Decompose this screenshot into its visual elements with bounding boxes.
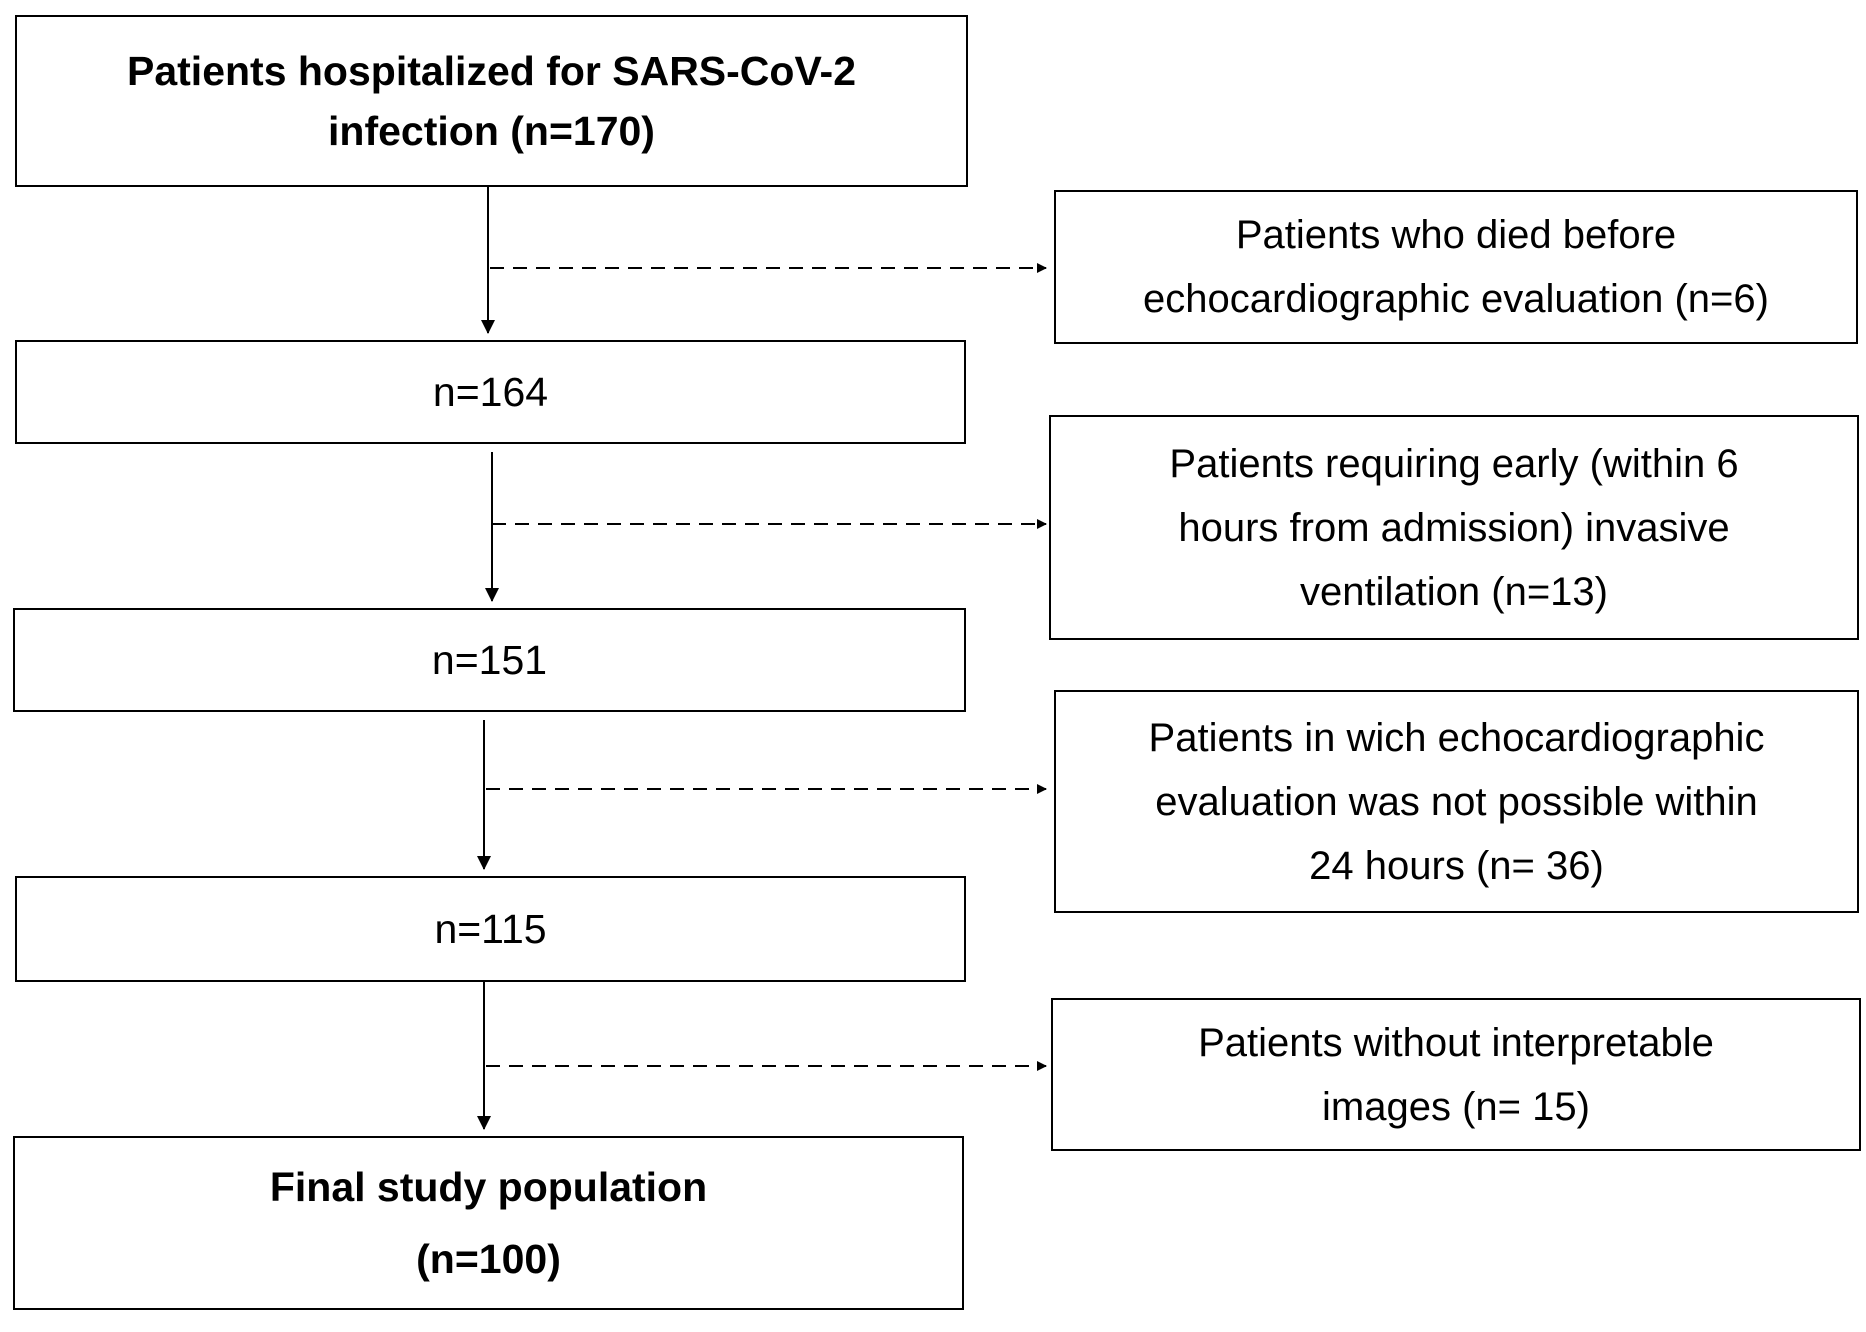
exclusion-3-line-2: evaluation was not possible within — [1155, 779, 1758, 824]
exclusion-box-4: Patients without interpretable images (n… — [1051, 998, 1861, 1151]
final-line-1: Final study population — [269, 1164, 708, 1210]
step-label-3: n=115 — [434, 906, 547, 952]
exclusion-2-line-1: Patients requiring early (within 6 — [1169, 441, 1739, 486]
step-label-2: n=151 — [431, 637, 548, 683]
exclusion-2-line-2: hours from admission) invasive — [1178, 505, 1730, 550]
exclusion-2-line-3: ventilation (n=13) — [1300, 569, 1608, 614]
start-line-1: Patients hospitalized for SARS-CoV-2 — [127, 48, 856, 94]
exclusion-4-line-2: images (n= 15) — [1322, 1084, 1590, 1129]
step-box-1: n=164 — [15, 340, 966, 444]
final-line-2: (n=100) — [416, 1236, 561, 1282]
exclusion-box-3: Patients in wich echocardiographic evalu… — [1054, 690, 1859, 913]
exclusion-1-line-1: Patients who died before — [1235, 213, 1677, 257]
exclusion-3-line-1: Patients in wich echocardiographic — [1148, 715, 1765, 760]
exclusion-1-line-2: echocardiographic evaluation (n=6) — [1143, 277, 1769, 321]
exclusion-box-1: Patients who died before echocardiograph… — [1054, 190, 1858, 344]
start-box: Patients hospitalized for SARS-CoV-2 inf… — [15, 15, 968, 187]
step-box-3: n=115 — [15, 876, 966, 982]
exclusion-box-2: Patients requiring early (within 6 hours… — [1049, 415, 1859, 640]
step-box-2: n=151 — [13, 608, 966, 712]
exclusion-4-line-1: Patients without interpretable — [1198, 1020, 1714, 1065]
start-line-2: infection (n=170) — [328, 108, 655, 154]
step-label-1: n=164 — [432, 369, 549, 415]
final-box: Final study population (n=100) — [13, 1136, 964, 1310]
exclusion-3-line-3: 24 hours (n= 36) — [1309, 843, 1604, 888]
